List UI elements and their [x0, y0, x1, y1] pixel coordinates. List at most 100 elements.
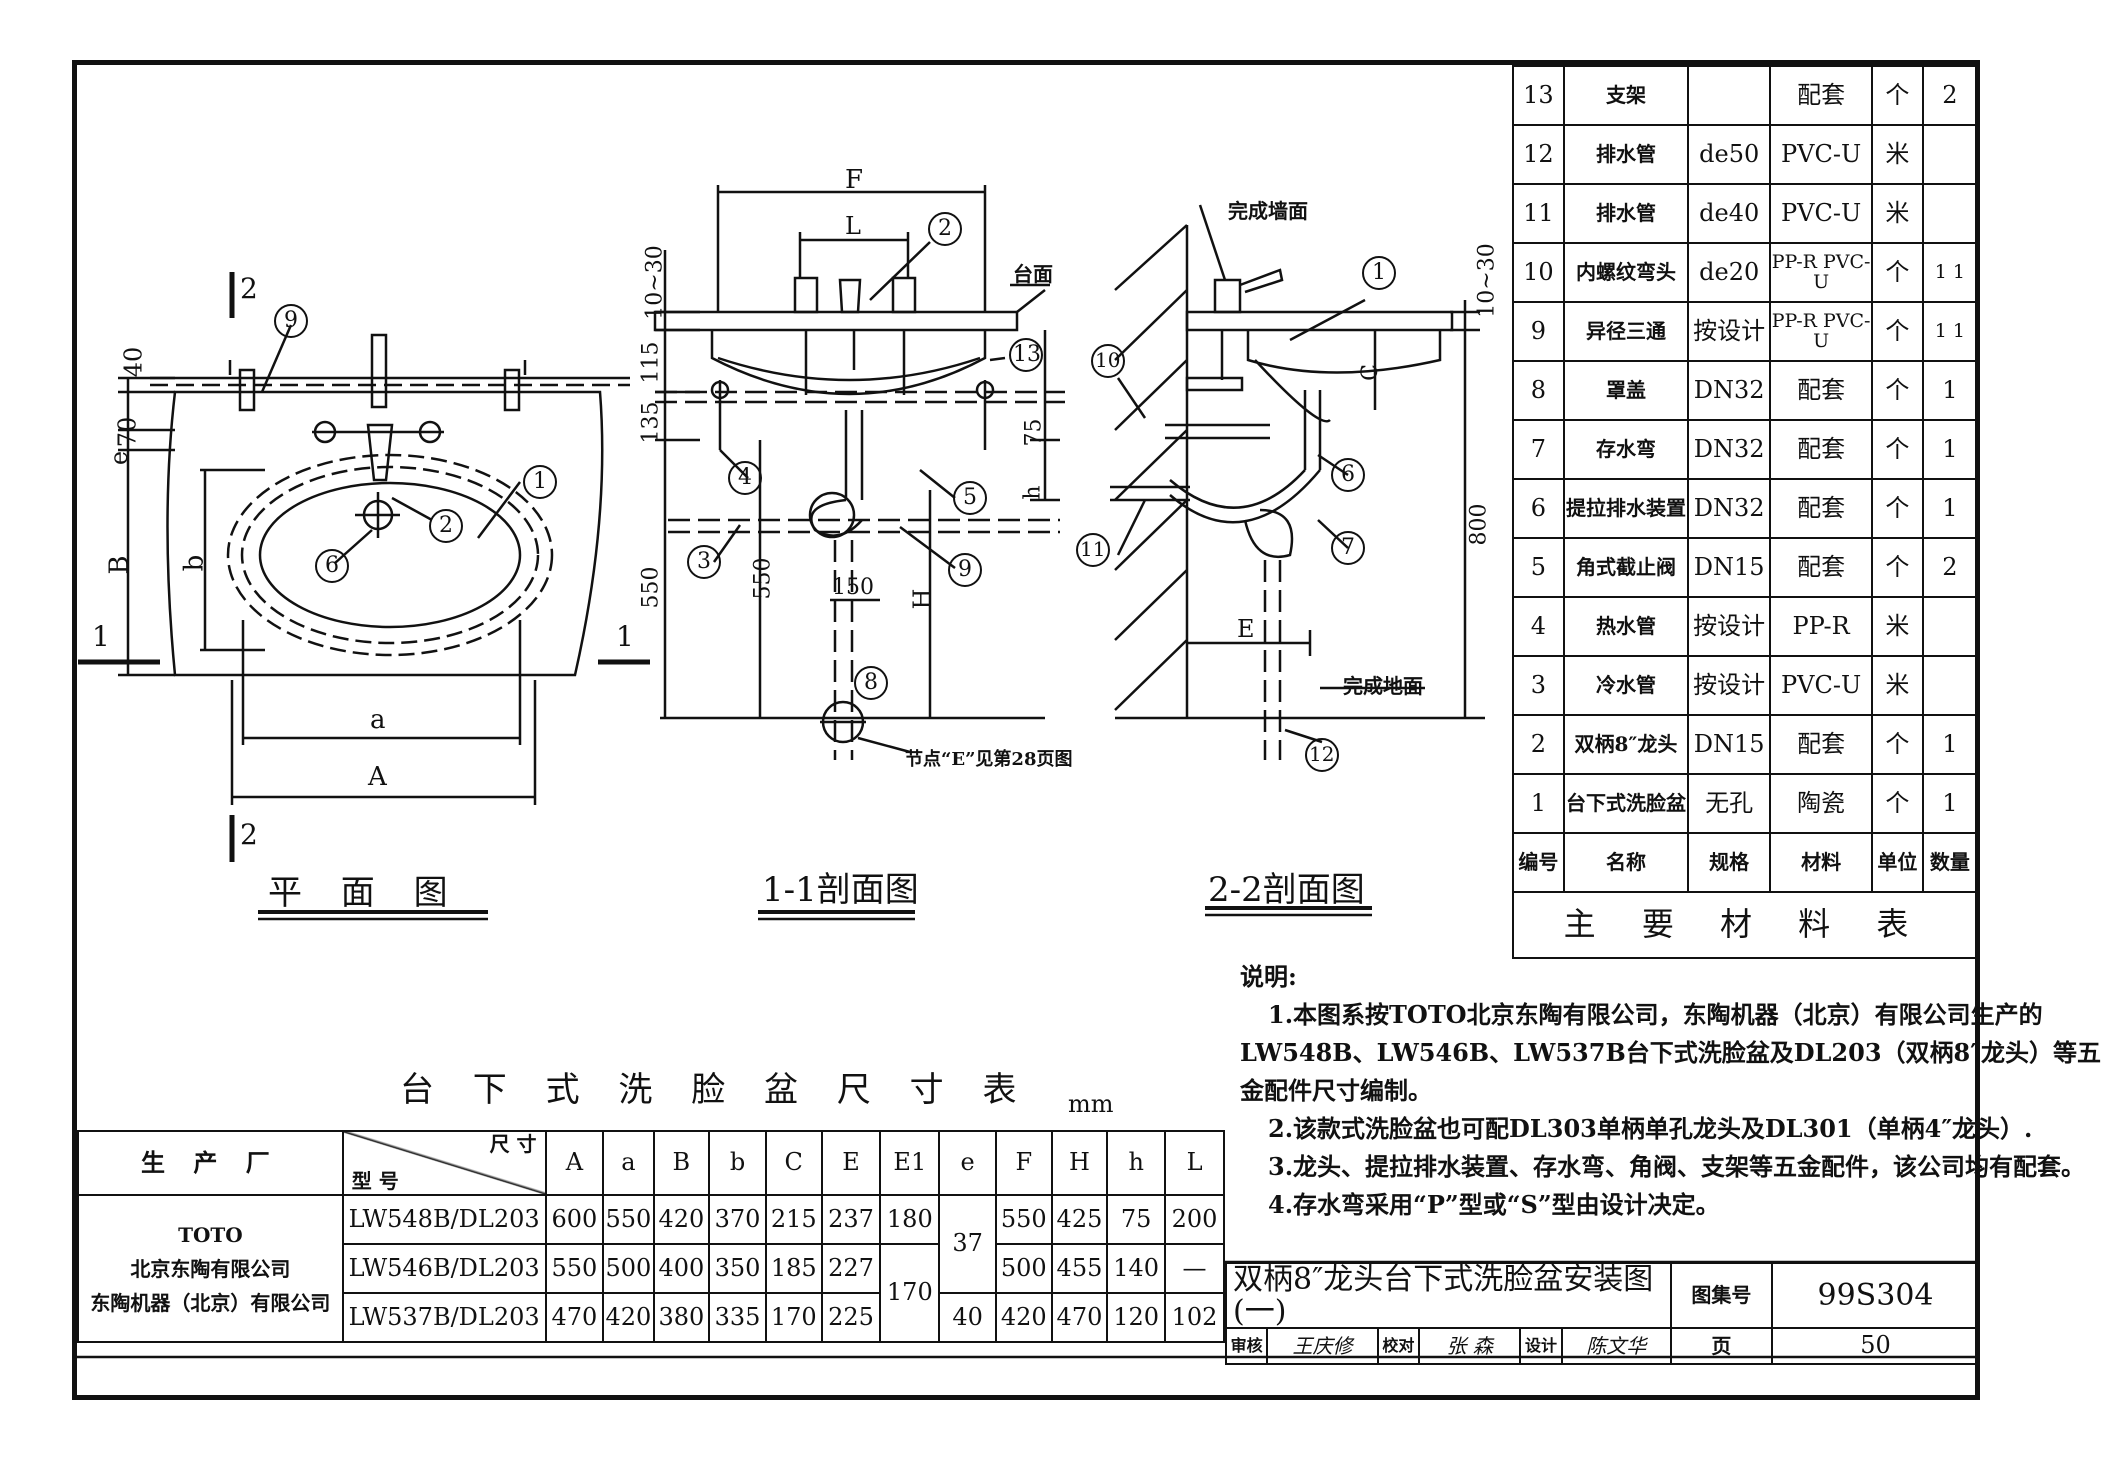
s11-dim-150: 150 [832, 575, 874, 600]
mat-cell-material: PP-R PVC-U [1769, 301, 1873, 362]
materials-header-row: 编号 名称 规格 材料 单位 数量 [1512, 832, 1979, 893]
mat-cell-name: 双柄8″龙头 [1562, 714, 1690, 775]
mat-cell-material: 配套 [1769, 360, 1873, 421]
dimension-unit: mm [1068, 1090, 1114, 1118]
plan-balloon-9: 9 [284, 308, 298, 333]
drawing-title: 双柄8″龙头台下式洗脸盆安装图(一) [1225, 1262, 1672, 1329]
s11-balloon-13: 13 [1013, 342, 1041, 367]
plan-dim-a: a [370, 705, 386, 735]
review-label: 审核 [1224, 1327, 1269, 1365]
dim-r1-H: 425 [1050, 1194, 1109, 1245]
mat-cell-no: 8 [1512, 360, 1565, 421]
dim-e-merged: 37 [938, 1194, 997, 1294]
mat-cell-spec: DN15 [1687, 714, 1772, 775]
mat-cell-qty: 1 [1921, 360, 1979, 421]
s11-dim-F: F [845, 165, 864, 195]
s11-balloon-2: 2 [938, 216, 952, 241]
dim-header-maker: 生 产 厂 [77, 1130, 344, 1196]
dim-r2-h: 140 [1106, 1243, 1167, 1294]
plan-dim-A: A [368, 762, 387, 792]
mat-cell-no: 4 [1512, 596, 1565, 657]
design-label: 设计 [1519, 1327, 1563, 1365]
section-22-title: 2-2剖面图 [1208, 870, 1365, 910]
dim-r1-A: 600 [544, 1194, 605, 1245]
check-signature: 张 森 [1418, 1327, 1522, 1365]
mat-cell-spec: DN32 [1687, 360, 1772, 421]
dim-row-1: TOTO 北京东陶有限公司 东陶机器（北京）有限公司 LW548B/DL203 … [77, 1194, 1225, 1343]
mat-cell-name: 异径三通 [1562, 301, 1690, 362]
design-signature: 陈文华 [1560, 1327, 1672, 1365]
plan-cut-2-top: 2 [240, 272, 258, 305]
mat-cell-unit: 米 [1870, 596, 1924, 657]
s22-balloon-11: 11 [1080, 537, 1106, 561]
section-11-view [653, 185, 1065, 921]
mat-cell-qty: 1 [1921, 478, 1979, 539]
mat-cell-spec: 按设计 [1687, 655, 1772, 716]
dim-col-H: H [1050, 1130, 1109, 1196]
mat-cell-unit: 个 [1870, 419, 1924, 480]
mat-cell-spec: DN32 [1687, 419, 1772, 480]
dim-r1-L: 200 [1164, 1194, 1225, 1245]
s22-balloon-7: 7 [1341, 535, 1355, 560]
dim-r1-h: 75 [1106, 1194, 1167, 1245]
dim-r1-b: 370 [708, 1194, 767, 1245]
mat-cell-name: 罩盖 [1562, 360, 1690, 421]
s11-balloon-3: 3 [697, 549, 711, 574]
mat-cell-no: 9 [1512, 301, 1565, 362]
dim-maker-line-1: TOTO [178, 1222, 243, 1247]
dim-r1-C: 215 [764, 1194, 823, 1245]
s11-balloon-4: 4 [738, 465, 752, 490]
mat-cell-unit: 米 [1870, 183, 1924, 244]
mat-cell-spec: de50 [1687, 124, 1772, 185]
s11-countertop-label: 台面 [1013, 262, 1053, 286]
dim-header-model: 型 号 [351, 1169, 399, 1193]
mat-cell-spec [1687, 65, 1772, 126]
mat-cell-material: 配套 [1769, 714, 1873, 775]
dim-r3-C: 170 [764, 1292, 823, 1343]
notes-line-2: LW548B、LW546B、LW537B台下式洗脸盆及DL203（双柄8″龙头）… [1240, 1038, 2101, 1067]
notes-line-5: 3.龙头、提拉排水装置、存水弯、角阀、支架等五金配件，该公司均有配套。 [1268, 1152, 2086, 1181]
mat-cell-unit: 个 [1870, 773, 1924, 834]
s11-balloon-8: 8 [864, 670, 878, 695]
plan-balloon-2: 2 [439, 513, 453, 538]
mat-cell-unit: 个 [1870, 537, 1924, 598]
materials-table-title: 主 要 材 料 表 [1512, 891, 1978, 959]
dim-r3-A: 470 [544, 1292, 605, 1343]
mat-cell-unit: 个 [1870, 360, 1924, 421]
notes-line-4: 2.该款式洗脸盆也可配DL303单柄单孔龙头及DL301（单柄4″龙头）. [1268, 1114, 2033, 1143]
dimension-table-title: 台 下 式 洗 脸 盆 尺 寸 表 [400, 1070, 1031, 1110]
s22-floor-label: 完成地面 [1343, 674, 1423, 698]
atlas-label: 图集号 [1669, 1262, 1774, 1329]
mat-header-unit: 单位 [1870, 832, 1924, 893]
dim-maker-line-2: 北京东陶有限公司 [130, 1256, 291, 1281]
dim-r3-b: 335 [708, 1292, 767, 1343]
dim-r2-B: 400 [652, 1243, 711, 1294]
mat-cell-no: 3 [1512, 655, 1565, 716]
check-label: 校对 [1376, 1327, 1421, 1365]
mat-cell-name: 角式截止阀 [1562, 537, 1690, 598]
title-block: 双柄8″龙头台下式洗脸盆安装图(一) 图集号 99S304 审核 王庆修 校对 … [1224, 1262, 1980, 1365]
dim-col-a: a [602, 1130, 655, 1196]
section-11-title: 1-1剖面图 [762, 870, 919, 910]
mat-cell-qty [1921, 124, 1979, 185]
mat-cell-material: PVC-U [1769, 655, 1873, 716]
dim-header-size: 尺 寸 [489, 1132, 537, 1156]
dim-row-3: LW537B/DL203 470 420 380 335 170 225 40 … [78, 1292, 1225, 1343]
mat-cell-no: 13 [1512, 65, 1565, 126]
dim-maker-cell: TOTO 北京东陶有限公司 东陶机器（北京）有限公司 [77, 1194, 344, 1343]
mat-cell-no: 10 [1512, 242, 1565, 303]
dim-col-A: A [544, 1130, 605, 1196]
dim-r3-h: 120 [1106, 1292, 1167, 1343]
s11-dim-L: L [845, 212, 861, 240]
mat-cell-spec: DN32 [1687, 478, 1772, 539]
